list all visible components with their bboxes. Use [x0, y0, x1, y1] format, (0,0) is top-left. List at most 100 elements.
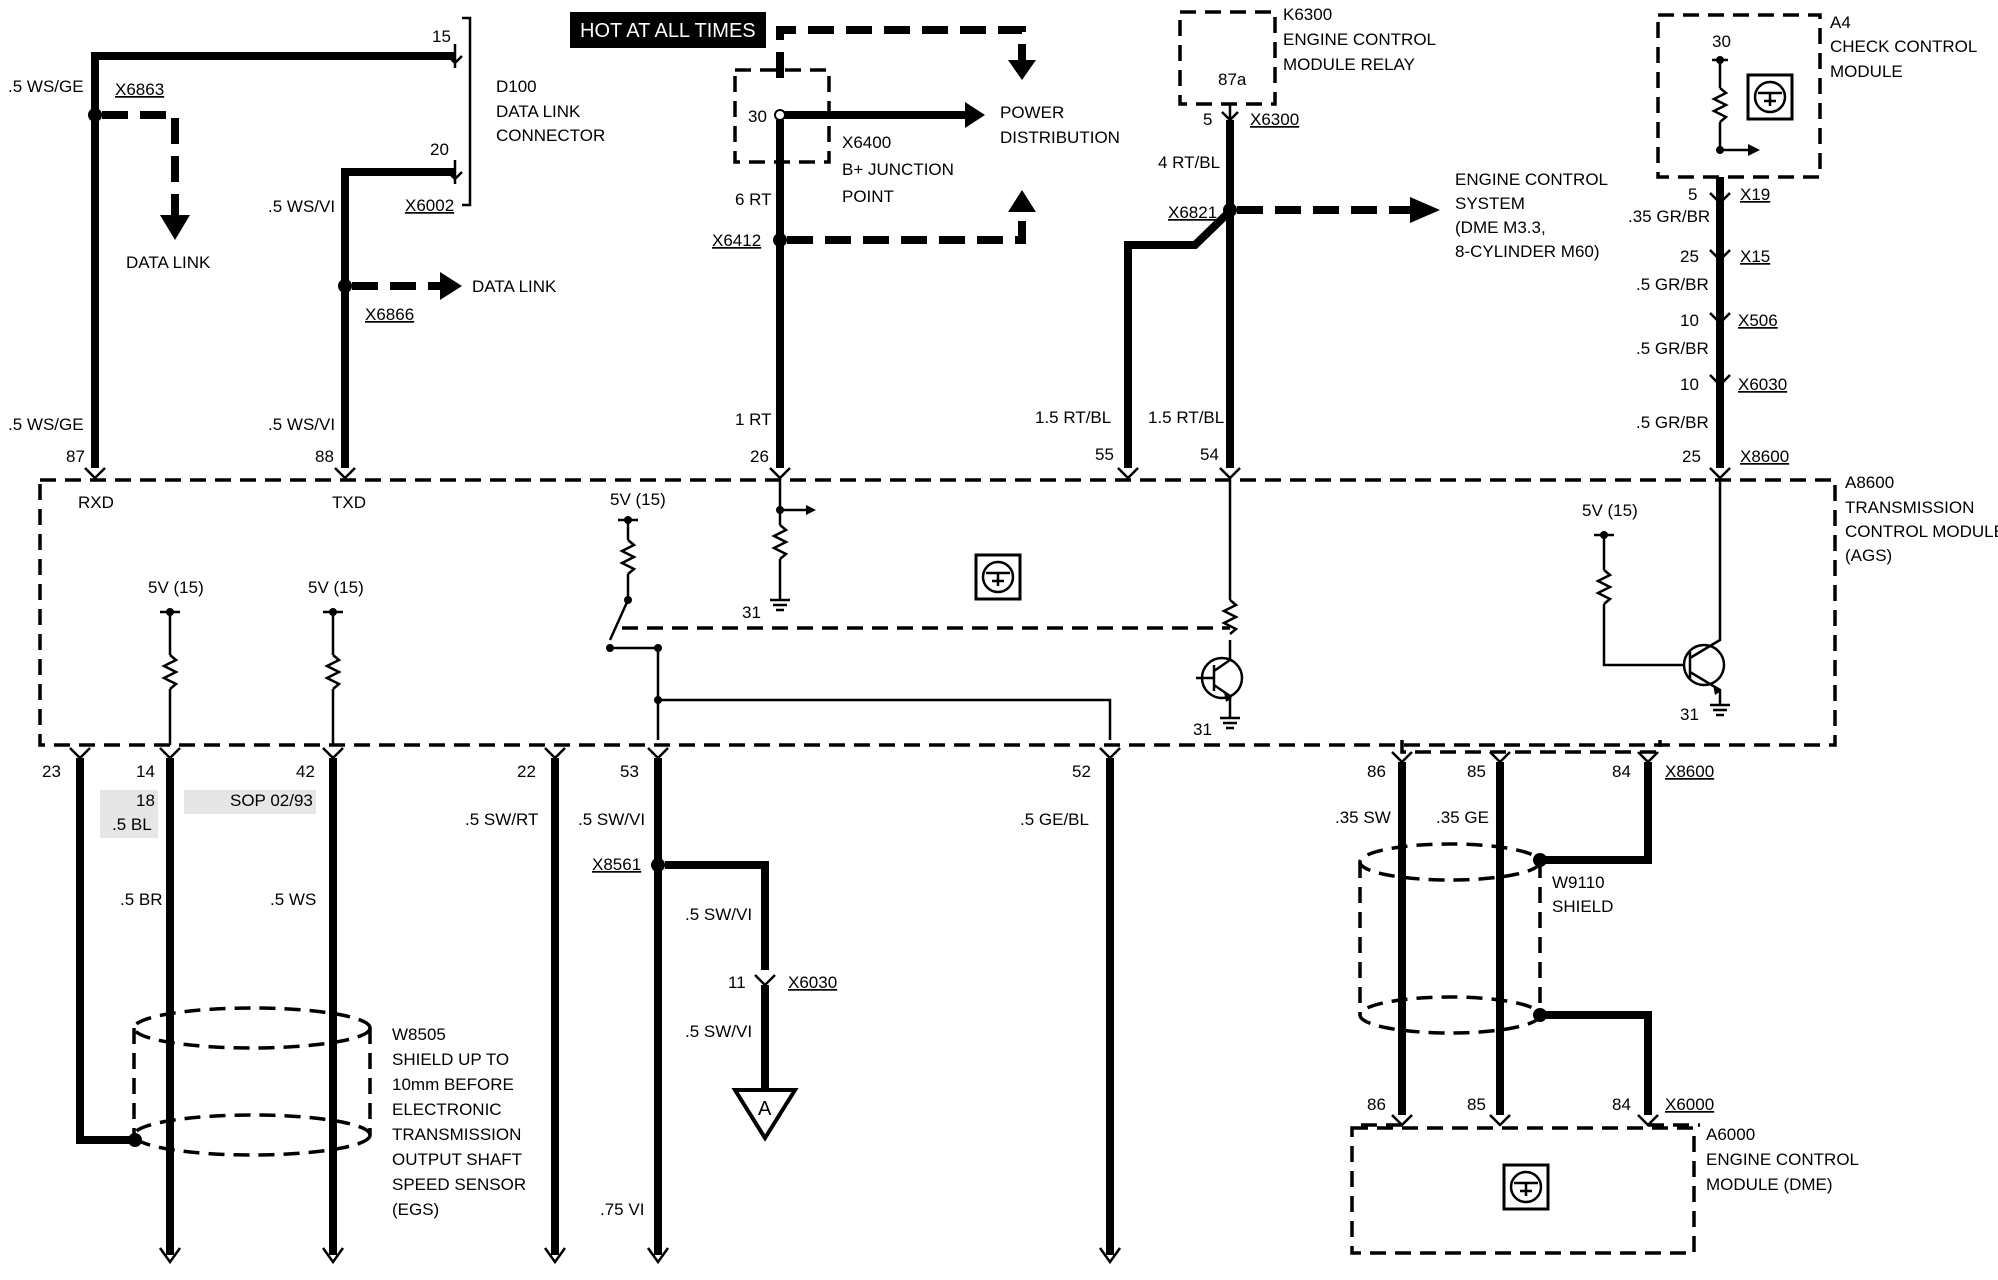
label-x6400-label: X6400 — [842, 133, 891, 152]
label-a8600-name-line3: (AGS) — [1845, 546, 1892, 565]
label-k6300-wire-15b: 1.5 RT/BL — [1148, 408, 1224, 427]
d100-bracket — [462, 16, 472, 207]
label-x6400-power-line1: POWER — [1000, 103, 1064, 122]
hot-at-all-times-box — [570, 12, 766, 48]
label-bottom-pin52: 52 — [1072, 762, 1091, 781]
label-k6300-pin87a: 87a — [1218, 70, 1247, 89]
label-bottom-wire-75vi: .75 VI — [600, 1200, 644, 1219]
label-a4-pin25: 25 — [1680, 247, 1699, 266]
label-x6400-x6412: X6412 — [712, 231, 761, 250]
label-x6400-pin26: 26 — [750, 447, 769, 466]
label-w8505-line4: TRANSMISSION — [392, 1125, 521, 1144]
label-a4-wire-035: .35 GR/BR — [1628, 207, 1710, 226]
label-bottom-wire-ws: .5 WS — [270, 890, 316, 909]
label-dme-pin86b: 86 — [1367, 1095, 1386, 1114]
label-left-pin87: 87 — [66, 447, 85, 466]
label-left-wire-ws-ge: .5 WS/GE — [8, 77, 84, 96]
a8600-transmission-control-module: A8600 TRANSMISSION CONTROL MODULE (AGS) … — [38, 467, 1998, 747]
label-dme-wire-ge: .35 GE — [1436, 808, 1489, 827]
label-left-data-link2: DATA LINK — [472, 277, 557, 296]
label-left-wire-ws-vi-low: .5 WS/VI — [268, 415, 335, 434]
label-dme-x6000: X6000 — [1665, 1095, 1714, 1114]
k6300-relay: 87a K6300 ENGINE CONTROL MODULE RELAY 5 … — [1035, 5, 1608, 468]
label-bottom-wire-swvi: .5 SW/VI — [578, 810, 645, 829]
bottom-wiring: 23 14 18 .5 BL 42 SOP 02/93 .5 BR .5 WS … — [42, 747, 1122, 1265]
label-bottom-wire-05bl: .5 BL — [112, 815, 152, 834]
label-w8505-line1: SHIELD UP TO — [392, 1050, 509, 1069]
x6866-splice — [338, 279, 352, 293]
label-bottom-pin11: 11 — [728, 973, 746, 992]
label-w8505-line7: (EGS) — [392, 1200, 439, 1219]
label-x6400-name-line2: POINT — [842, 187, 894, 206]
label-w8505-line5: OUTPUT SHAFT — [392, 1150, 522, 1169]
label-x6400-pin30: 30 — [748, 107, 767, 126]
d100-data-link-connector: 15 20 D100 DATA LINK CONNECTOR X6002 — [91, 16, 605, 468]
label-left-x6863: X6863 — [115, 80, 164, 99]
label-a4-x19: X19 — [1740, 185, 1770, 204]
label-k6300-ecs-line4: 8-CYLINDER M60) — [1455, 242, 1600, 261]
label-a4-pin30: 30 — [1712, 32, 1731, 51]
label-a4-x6030: X6030 — [1738, 375, 1787, 394]
label-k6300-ecs-line1: ENGINE CONTROL — [1455, 170, 1608, 189]
label-a8600-name-line1: TRANSMISSION — [1845, 498, 1974, 517]
label-dme-shield: SHIELD — [1552, 897, 1613, 916]
label-a4-name-line2: MODULE — [1830, 62, 1903, 81]
label-dme-wire-sw: .35 SW — [1335, 808, 1391, 827]
label-w8505-label: W8505 — [392, 1025, 446, 1044]
label-a4-label: A4 — [1830, 13, 1851, 32]
label-k6300-label: K6300 — [1283, 5, 1332, 24]
label-bottom-x6030: X6030 — [788, 973, 837, 992]
label-dme-pin85b: 85 — [1467, 1095, 1486, 1114]
label-left-wire-ws-ge-low: .5 WS/GE — [8, 415, 84, 434]
label-a8600-v5-b: 5V (15) — [1582, 501, 1638, 520]
label-left-x6866: X6866 — [365, 305, 414, 324]
label-dme-label: A6000 — [1706, 1125, 1755, 1144]
hot-at-all-times-label: HOT AT ALL TIMES — [580, 20, 756, 42]
label-bottom-wire-swvi3: .5 SW/VI — [685, 1022, 752, 1041]
label-k6300-pin5: 5 — [1203, 110, 1212, 129]
label-a4-wire-05c: .5 GR/BR — [1636, 413, 1709, 432]
label-bottom-wire-br: .5 BR — [120, 890, 163, 909]
label-dme-pin86: 86 — [1367, 762, 1386, 781]
label-left-wire-ws-vi: .5 WS/VI — [268, 197, 335, 216]
label-dme-pin84b: 84 — [1612, 1095, 1631, 1114]
label-k6300-x6821: X6821 — [1168, 203, 1217, 222]
label-k6300-ecs-line3: (DME M3.3, — [1455, 218, 1546, 237]
wire-23 — [76, 758, 135, 1144]
label-w8505-line2: 10mm BEFORE — [392, 1075, 514, 1094]
left-wiring: .5 WS/GE X6863 DATA LINK .5 WS/VI DATA L… — [8, 77, 557, 512]
label-dme-name-line1: ENGINE CONTROL — [1706, 1150, 1859, 1169]
label-bottom-wire-swvi2: .5 SW/VI — [685, 905, 752, 924]
label-bottom-wire-swrt: .5 SW/RT — [465, 810, 538, 829]
wire-rxd — [91, 52, 455, 468]
label-dme-pin85: 85 — [1467, 762, 1486, 781]
label-a8600-v5-a: 5V (15) — [610, 490, 666, 509]
label-a4-wire-05b: .5 GR/BR — [1636, 339, 1709, 358]
a6000-box — [1350, 1126, 1696, 1255]
label-bottom-pin42: 42 — [296, 762, 315, 781]
label-a4-pin25b: 25 — [1682, 447, 1701, 466]
label-dme-name-line2: MODULE (DME) — [1706, 1175, 1833, 1194]
a8600-box — [38, 478, 1837, 747]
label-a4-x15: X15 — [1740, 247, 1770, 266]
label-k6300-name-line2: MODULE RELAY — [1283, 55, 1415, 74]
label-bottom-x8561: X8561 — [592, 855, 641, 874]
label-dme-x8600: X8600 — [1665, 762, 1714, 781]
x6400-terminal — [774, 109, 786, 121]
label-k6300-wire-4rtbl: 4 RT/BL — [1158, 153, 1220, 172]
label-a8600-v5-c: 5V (15) — [148, 578, 204, 597]
label-bottom-pin14: 14 — [136, 762, 155, 781]
label-d100-label: D100 — [496, 77, 537, 96]
label-x6400-power-line2: DISTRIBUTION — [1000, 128, 1120, 147]
label-a4-x506: X506 — [1738, 311, 1778, 330]
label-x6400-wire-1rt: 1 RT — [735, 410, 772, 429]
x6400-junction: 30 POWER DISTRIBUTION X6400 B+ JUNCTION … — [712, 26, 1120, 468]
label-a4-pin5: 5 — [1688, 185, 1697, 204]
label-d100-name-line2: CONNECTOR — [496, 126, 605, 145]
sop-highlight-1 — [100, 790, 158, 838]
label-w8505-line6: SPEED SENSOR — [392, 1175, 526, 1194]
label-k6300-name-line1: ENGINE CONTROL — [1283, 30, 1436, 49]
label-d100-pin15: 15 — [432, 27, 451, 46]
label-left-txd: TXD — [332, 493, 366, 512]
